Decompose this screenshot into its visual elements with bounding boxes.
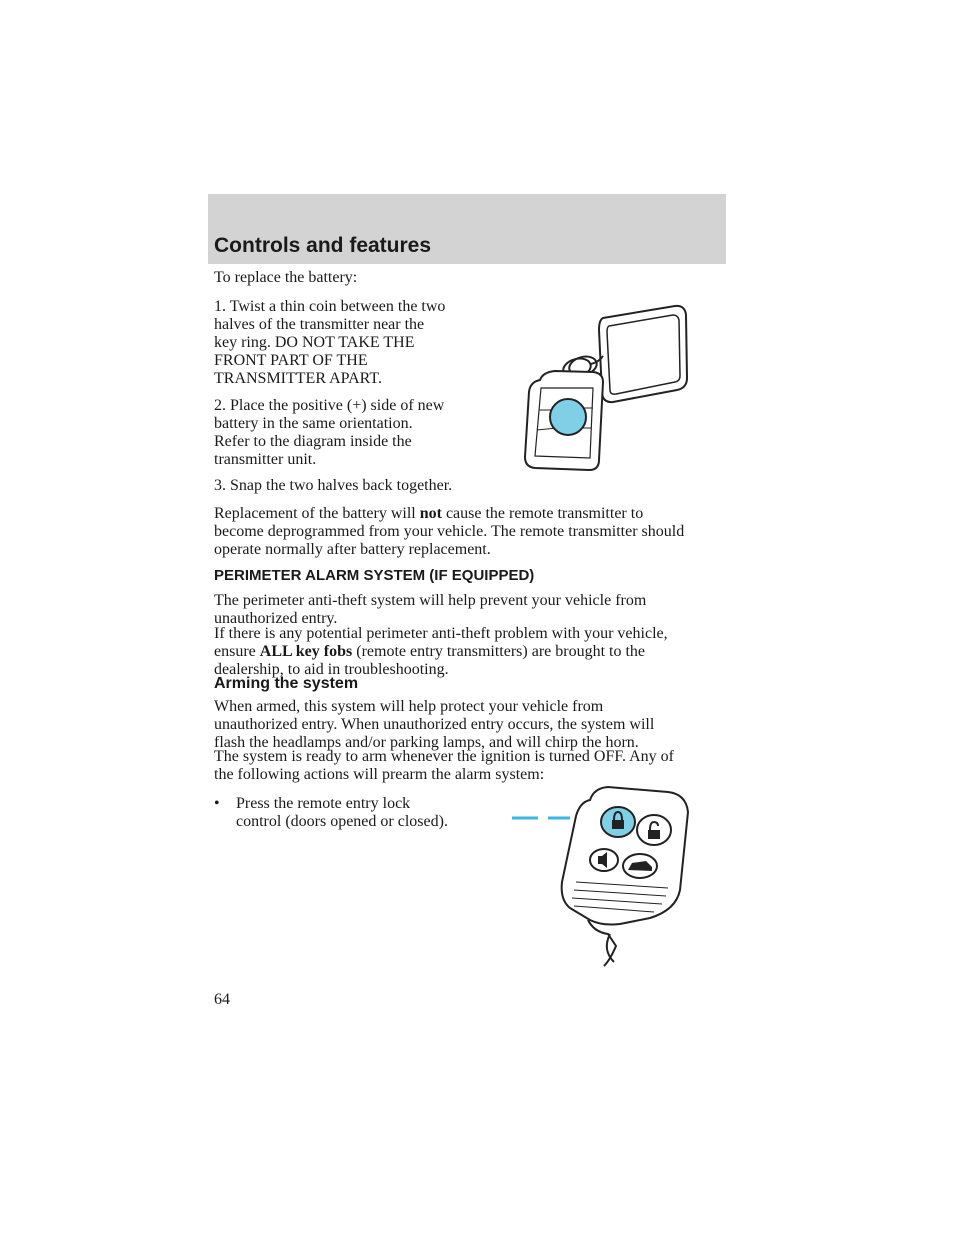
text-line: Replacement of the battery will not caus…	[214, 505, 684, 523]
text-line: become deprogrammed from your vehicle. T…	[214, 523, 685, 540]
header-band	[208, 194, 726, 264]
text-line: Refer to the diagram inside the	[214, 433, 412, 450]
text-line: unauthorized entry.	[214, 610, 338, 627]
key-fobs-bold: ALL key fobs	[259, 643, 353, 660]
lock-button-icon	[600, 806, 636, 838]
transmitter-battery-illustration	[523, 304, 689, 472]
key-fob-illustration	[512, 785, 690, 967]
text-line: When armed, this system will help protec…	[214, 698, 604, 715]
text-line: Press the remote entry lock	[236, 795, 411, 812]
trunk-button-icon	[622, 853, 658, 879]
page-title: Controls and features	[214, 234, 432, 257]
text-line: ensure ALL key fobs (remote entry transm…	[214, 643, 668, 661]
text-line: the following actions will prearm the al…	[214, 766, 545, 783]
text-line: battery in the same orientation.	[214, 415, 413, 432]
battery-replacement-note: Replacement of the battery will not caus…	[214, 505, 684, 559]
perimeter-heading: PERIMETER ALARM SYSTEM (IF EQUIPPED)	[214, 567, 535, 584]
text-line: transmitter unit.	[214, 451, 317, 468]
replacement-text-b: cause the remote transmitter to	[445, 505, 644, 522]
text-line: TRANSMITTER APART.	[214, 370, 382, 387]
page-number: 64	[214, 991, 230, 1008]
text-line: The perimeter anti-theft system will hel…	[214, 592, 647, 609]
text-line: key ring. DO NOT TAKE THE	[214, 334, 415, 351]
battery-intro: To replace the battery:	[214, 269, 358, 286]
ensure-text: ensure	[214, 643, 256, 660]
battery-icon	[549, 398, 587, 436]
replacement-text-bold: not	[419, 505, 442, 522]
bullet-item: • Press the remote entry lock control (d…	[214, 795, 448, 831]
bullet-text: Press the remote entry lock control (doo…	[236, 795, 448, 831]
battery-step-1: 1. Twist a thin coin between the two hal…	[214, 298, 445, 388]
arming-paragraph-2: The system is ready to arm whenever the …	[214, 748, 674, 784]
battery-step-3: 3. Snap the two halves back together.	[214, 477, 453, 494]
text-line: dealership, to aid in troubleshooting.	[214, 661, 449, 678]
text-line: 1. Twist a thin coin between the two	[214, 298, 446, 315]
text-line: operate normally after battery replaceme…	[214, 541, 491, 558]
unlock-button-icon	[636, 814, 672, 846]
text-line: The system is ready to arm whenever the …	[214, 748, 674, 765]
battery-step-2: 2. Place the positive (+) side of new ba…	[214, 397, 444, 469]
perimeter-paragraph-2: If there is any potential perimeter anti…	[214, 625, 668, 679]
arming-heading: Arming the system	[214, 675, 359, 692]
text-line: flash the headlamps and/or parking lamps…	[214, 734, 639, 751]
text-line: FRONT PART OF THE	[214, 352, 368, 369]
text-line: control (doors opened or closed).	[236, 813, 448, 830]
text-line: halves of the transmitter near the	[214, 316, 425, 333]
arming-paragraph-1: When armed, this system will help protec…	[214, 698, 654, 752]
transmitter-back-half	[597, 304, 689, 404]
perimeter-paragraph-1: The perimeter anti-theft system will hel…	[214, 592, 646, 628]
text-line: 2. Place the positive (+) side of new	[214, 397, 445, 414]
panic-button-icon	[589, 848, 619, 872]
bullet-symbol: •	[214, 795, 220, 812]
transmitters-text: (remote entry transmitters) are brought …	[356, 643, 646, 660]
text-line: unauthorized entry. When unauthorized en…	[214, 716, 655, 733]
text-line: If there is any potential perimeter anti…	[214, 625, 668, 642]
replacement-text-a: Replacement of the battery will	[214, 505, 416, 522]
